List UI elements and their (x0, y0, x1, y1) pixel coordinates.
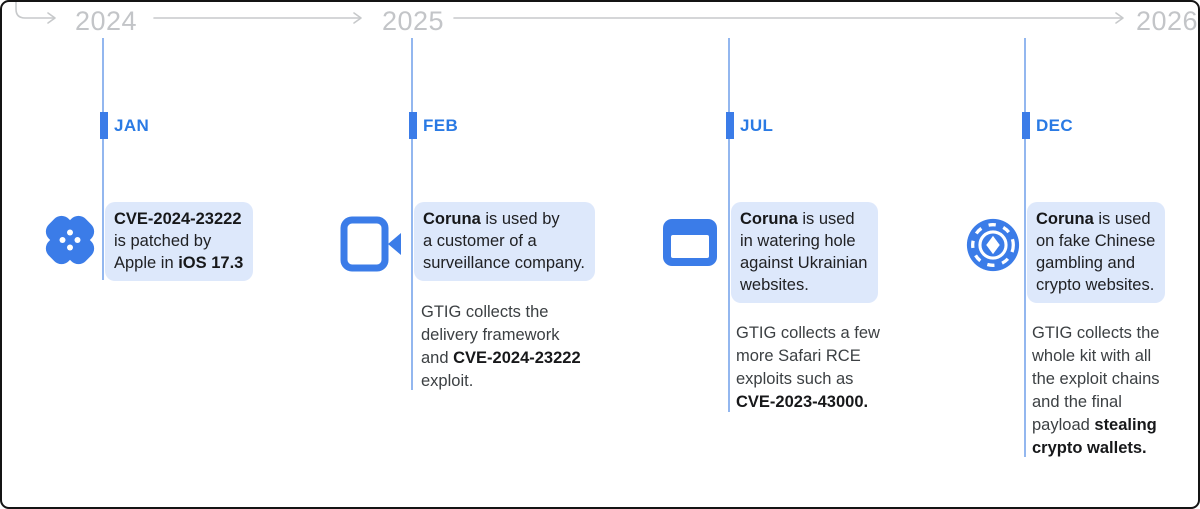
casino-chip-icon (966, 218, 1020, 272)
year-label-2026: 2026 (1136, 6, 1199, 36)
text-line: exploits such as (736, 370, 854, 388)
text-line: a customer of a (423, 232, 537, 250)
note-dec: GTIG collects the whole kit with all the e… (1032, 322, 1160, 460)
text-line: and CVE-2024-23222 (421, 349, 581, 367)
text-line: more Safari RCE (736, 347, 861, 365)
note-jul: GTIG collects a few more Safari RCE exploi… (736, 322, 880, 414)
text-line: surveillance company. (423, 254, 586, 272)
month-label-feb: FEB (423, 116, 459, 135)
month-label-jan: JAN (114, 116, 150, 135)
month-tick-jul (726, 112, 734, 139)
text-line: gambling and (1036, 254, 1136, 272)
text-line: on fake Chinese (1036, 232, 1156, 250)
timeline-line-feb (411, 38, 413, 390)
text-line: CVE-2023-43000. (736, 393, 869, 411)
text-line: websites. (740, 276, 809, 294)
timeline-line-jul (728, 38, 730, 412)
text-line: GTIG collects the (421, 303, 549, 321)
text-line: delivery framework (421, 326, 560, 344)
video-camera-icon (340, 216, 401, 272)
text-line: Coruna is used (1036, 210, 1151, 228)
text-line: Apple in iOS 17.3 (114, 254, 244, 272)
month-label-dec: DEC (1036, 116, 1074, 135)
year-axis (15, 2, 1124, 24)
axis-elbow-arrow (15, 2, 55, 19)
event-box-jul: Coruna is used in watering hole against Uk… (731, 202, 878, 303)
text-line: GTIG collects a few (736, 324, 880, 342)
event-box-jan: CVE-2024-23222 is patched by Apple in iOS … (105, 202, 254, 281)
month-tick-jan (100, 112, 108, 139)
text-line: in watering hole (740, 232, 856, 250)
axis-elbow-arrowhead (47, 12, 56, 24)
event-box-dec: Coruna is used on fake Chinese gambling an… (1027, 202, 1166, 303)
text-line: Coruna is used by (423, 210, 560, 228)
text-line: whole kit with all (1032, 347, 1152, 365)
timeline-line-jan (102, 38, 104, 280)
timeline-line-dec (1024, 38, 1026, 457)
axis-arrowhead-2026 (1115, 12, 1124, 24)
axis-arrowhead-2025 (353, 12, 362, 24)
text-line: exploit. (421, 372, 474, 390)
text-line: crypto websites. (1036, 276, 1155, 294)
event-box-feb: Coruna is used by a customer of a surveill… (414, 202, 596, 281)
text-line: and the final (1032, 393, 1122, 411)
text-line: Coruna is used (740, 210, 855, 228)
note-feb: GTIG collects the delivery framework and C… (421, 301, 581, 393)
text-line: is patched by (114, 232, 212, 250)
month-tick-feb (409, 112, 417, 139)
bandage-patch-icon (45, 215, 95, 265)
year-label-2025: 2025 (382, 6, 445, 36)
year-label-2024: 2024 (75, 6, 138, 36)
browser-window-icon (663, 219, 717, 266)
text-line: against Ukrainian (740, 254, 868, 272)
text-line: GTIG collects the (1032, 324, 1160, 342)
text-line: the exploit chains (1032, 370, 1160, 388)
text-line: CVE-2024-23222 (114, 210, 242, 228)
month-label-jul: JUL (740, 116, 774, 135)
month-tick-dec (1022, 112, 1030, 139)
text-line: crypto wallets. (1032, 439, 1147, 457)
text-line: payload stealing (1032, 416, 1157, 434)
